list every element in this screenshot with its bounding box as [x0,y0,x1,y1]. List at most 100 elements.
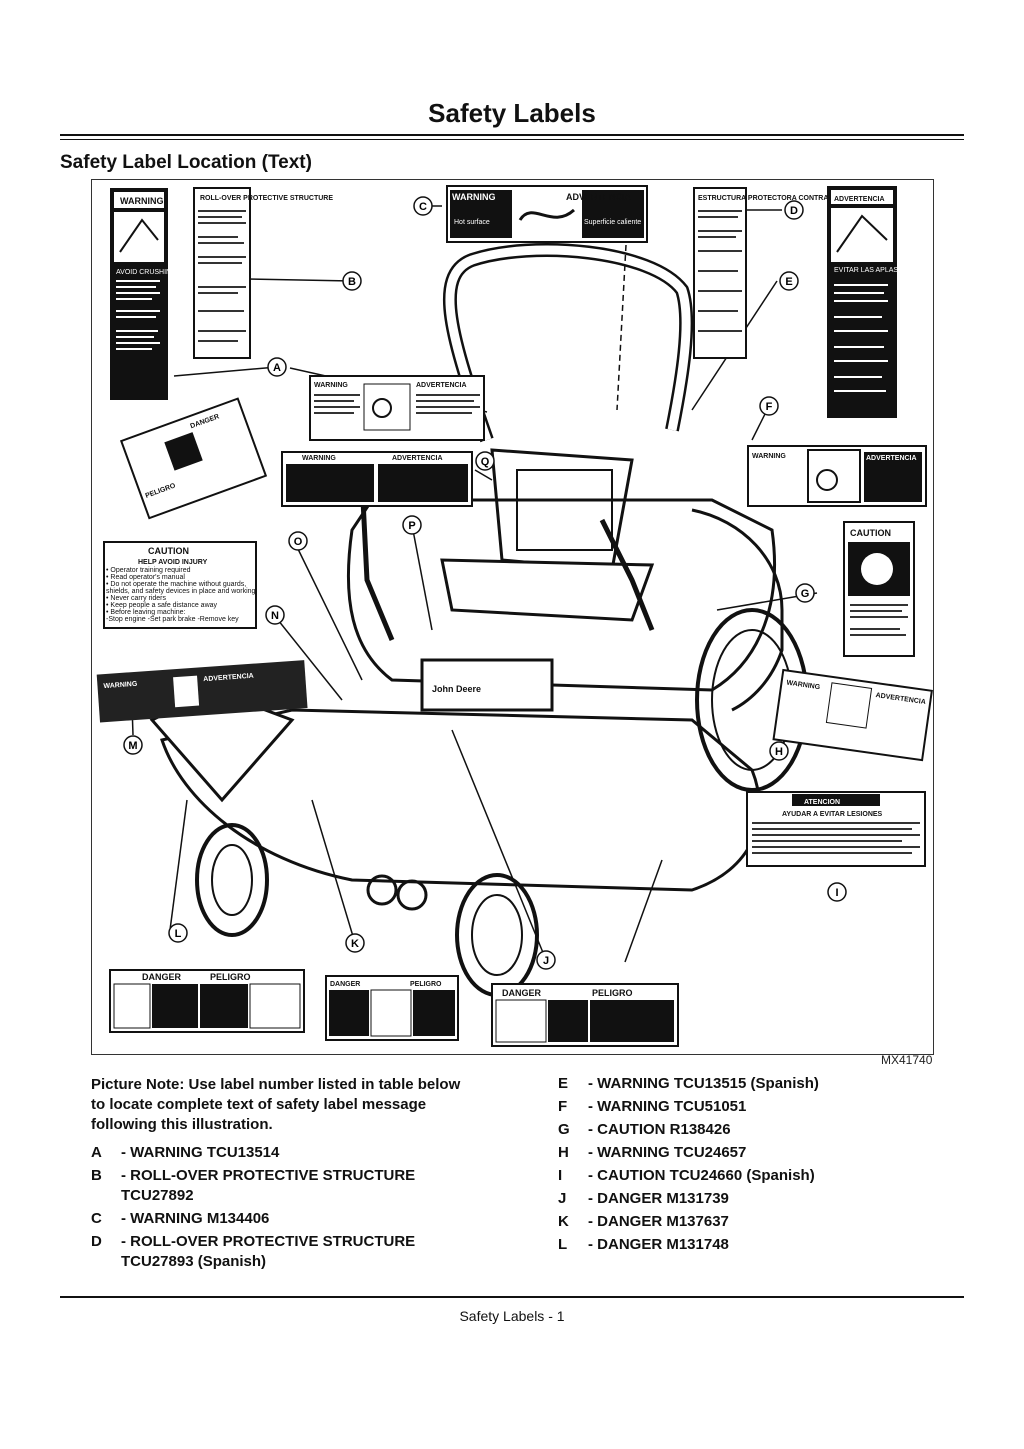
callout-letter: N [271,610,279,622]
picture-note: Picture Note: Use label number listed in… [91,1076,461,1133]
label-description: - WARNING TCU51051 [588,1098,747,1115]
label-c-hot: Hot surface [454,219,490,226]
callout-e: E [779,271,799,291]
callout-letter: H [775,746,783,758]
label-list-item: K - DANGER M137637 [558,1212,888,1232]
label-k-danger: DANGER PELIGRO [325,975,459,1041]
label-description: - WARNING TCU13514 [121,1144,280,1161]
label-o-danger: DANGER PELIGRO [119,397,268,520]
callout-letter: I [835,887,838,899]
callout-m: M [123,735,143,755]
label-n-line2: • Read operator's manual [106,574,185,581]
callout-l: L [168,923,188,943]
callout-letter: M [128,740,137,752]
label-letter: C [91,1210,102,1227]
label-n-line1: • Operator training required [106,567,191,574]
label-d-rops-spanish: ESTRUCTURA PROTECTORA CONTRA VUELCOS [693,187,864,359]
label-list-item: I - CAUTION TCU24660 (Spanish) [558,1166,888,1186]
callout-g: G [795,583,815,603]
label-description: - CAUTION TCU24660 (Spanish) [588,1167,815,1184]
label-letter: I [558,1167,563,1184]
label-description: - DANGER M137637 [588,1213,729,1230]
callout-letter: O [294,536,303,548]
label-list-item: B- ROLL-OVER PROTECTIVE STRUCTURE TCU278… [91,1166,471,1206]
callout-n: N [265,605,285,625]
label-description: - WARNING M134406 [121,1210,270,1227]
label-list-item: F - WARNING TCU51051 [558,1097,888,1117]
label-c-caliente: Superficie caliente [584,219,641,226]
label-description: - ROLL-OVER PROTECTIVE STRUCTURE TCU2789… [121,1167,416,1204]
label-l-peligro-text: PELIGRO [210,972,251,982]
label-n-line7: • Before leaving machine: [106,609,186,616]
label-n-line3: • Do not operate the machine without gua… [106,581,246,588]
label-a-heading: WARNING [120,196,164,206]
callout-o: O [288,531,308,551]
label-list-item: E - WARNING TCU13515 (Spanish) [558,1074,888,1094]
label-m-adv-text: ADVERTENCIA [203,673,254,684]
label-description: - DANGER M131748 [588,1236,729,1253]
label-list-item: C - WARNING M134406 [91,1209,471,1229]
label-b-heading: ROLL-OVER PROTECTIVE STRUCTURE [200,195,333,202]
label-f-warning: WARNING ADVERTENCIA [747,445,927,507]
label-n-line5: • Never carry riders [106,595,167,602]
label-letter: F [558,1098,568,1115]
callout-k: K [345,933,365,953]
callout-letter: G [801,588,810,600]
label-description: - WARNING TCU13515 (Spanish) [588,1075,819,1092]
callout-letter: A [273,362,281,374]
label-letter: K [558,1213,569,1230]
label-i-caution-spanish: ATENCION AYUDAR A EVITAR LESIONES [746,791,926,867]
callout-c: C [413,196,433,216]
callout-letter: K [351,938,359,950]
label-q-warning-text: WARNING [314,382,348,389]
label-list-item: A - WARNING TCU13514 [91,1143,471,1163]
callout-h: H [769,741,789,761]
label-list-left: A - WARNING TCU13514 B- ROLL-OVER PROTECTI… [91,1143,471,1275]
label-h-warning: WARNING ADVERTENCIA [772,668,933,762]
label-list-item: G- CAUTION R138426 [558,1120,888,1140]
label-list-item: J- DANGER M131739 [558,1189,888,1209]
callout-a: A [267,357,287,377]
brand-plate: John Deere [432,684,481,694]
label-p-warning-text: WARNING [302,455,336,462]
label-l-danger: DANGER PELIGRO [109,969,305,1033]
callout-letter: L [175,928,182,940]
label-p-adv-text: ADVERTENCIA [392,455,443,462]
label-n-caution: CAUTION HELP AVOID INJURY • Operator tra… [103,541,257,629]
label-letter: E [558,1075,569,1092]
page-footer: Safety Labels - 1 [459,1308,565,1324]
label-n-line6: • Keep people a safe distance away [106,602,218,609]
callout-b: B [342,271,362,291]
label-j-danger: DANGER PELIGRO [491,983,679,1047]
callout-letter: P [408,520,415,532]
title-rule-thin [60,139,964,140]
callout-i: I [827,882,847,902]
mower-diagram: John Deere [96,185,933,1047]
label-list-right: E - WARNING TCU13515 (Spanish) F - WARNING … [558,1074,888,1258]
footer-rule [60,1296,964,1298]
label-n-heading: CAUTION [148,546,189,556]
label-g-heading: CAUTION [850,528,891,538]
label-g-caution: CAUTION [843,521,915,657]
callout-p: P [402,515,422,535]
label-list-item: H- WARNING TCU24657 [558,1143,888,1163]
label-h-warning-text: WARNING [786,680,821,692]
safety-label-illustration: John Deere [91,179,934,1055]
label-c-warning-text: WARNING [452,192,496,202]
section-title: Safety Label Location (Text) [60,152,312,173]
label-letter: J [558,1190,567,1207]
callout-letter: J [543,955,549,967]
label-e-warning-spanish: ADVERTENCIA EVITAR LAS APLASTADURAS [827,186,931,418]
label-a-text: AVOID CRUSHING [116,269,177,276]
callout-f: F [759,396,779,416]
label-k-peligro-text: PELIGRO [410,981,442,988]
callout-letter: C [419,201,427,213]
label-letter: A [91,1144,102,1161]
label-letter: D [91,1233,102,1250]
label-c-warning: WARNING Hot surface ADVERTENCIA Superfic… [446,185,648,243]
label-m-warning-text: WARNING [103,681,138,690]
label-m-warning: WARNING ADVERTENCIA [96,660,308,723]
label-q-warning: WARNING ADVERTENCIA [309,375,485,441]
title-rule [60,134,964,136]
label-description: - ROLL-OVER PROTECTIVE STRUCTURE TCU2789… [121,1233,416,1270]
